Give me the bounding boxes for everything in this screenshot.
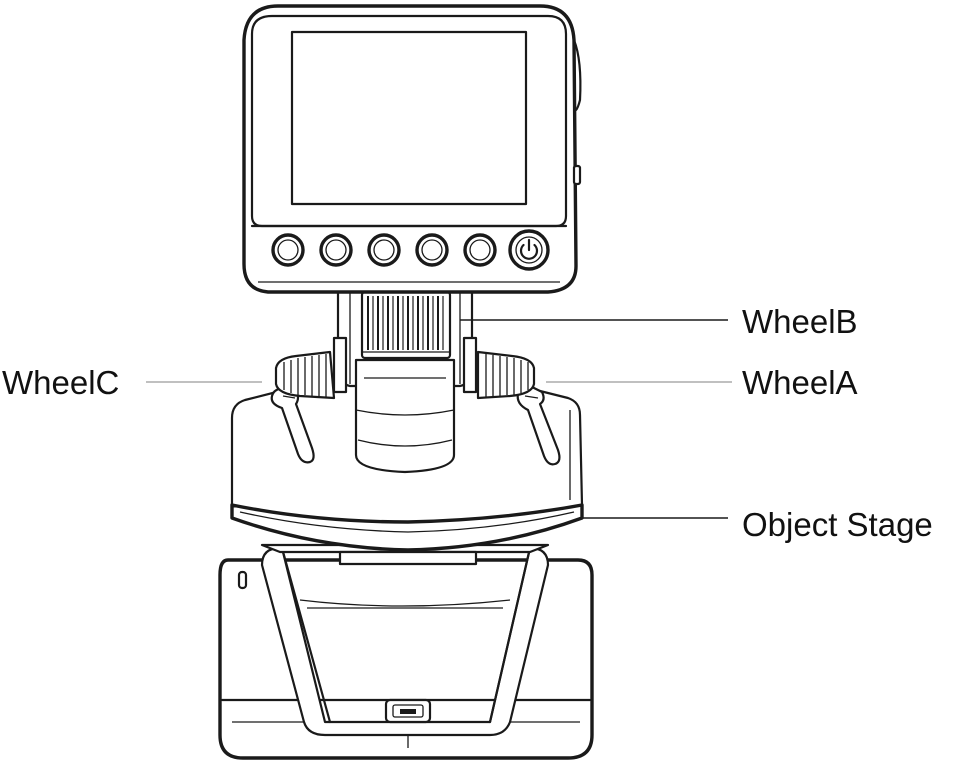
label-object-stage: Object Stage <box>742 506 933 543</box>
wheel-c-knob <box>276 352 334 398</box>
power-button[interactable] <box>510 231 548 269</box>
monitor-button-1[interactable] <box>273 235 303 265</box>
usb-port <box>386 700 430 722</box>
label-wheel-c: WheelC <box>2 364 119 401</box>
monitor-button-2[interactable] <box>321 235 351 265</box>
wheel-a-knob <box>478 352 534 398</box>
monitor-button-4[interactable] <box>417 235 447 265</box>
monitor-button-3[interactable] <box>369 235 399 265</box>
base <box>220 548 592 758</box>
lcd-screen <box>292 32 526 204</box>
monitor-button-5[interactable] <box>465 235 495 265</box>
label-wheel-b: WheelB <box>742 303 858 340</box>
label-wheel-a: WheelA <box>742 364 858 401</box>
wheel-b-knob <box>362 292 450 358</box>
